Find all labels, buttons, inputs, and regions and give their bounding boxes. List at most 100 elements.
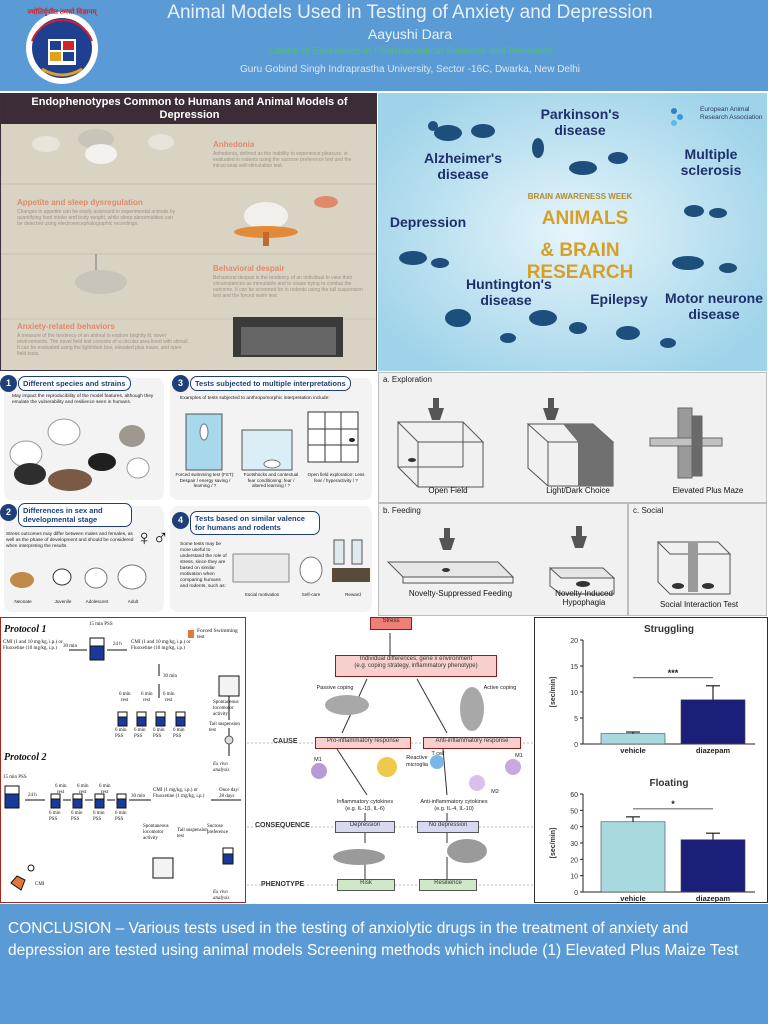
label-epm: Elevated Plus Maze (672, 486, 744, 495)
valence-reward: Reward (345, 592, 361, 597)
p1-rest-2: rest (143, 698, 151, 703)
p1-exvivo: Ex vivo analysis (213, 762, 230, 773)
disease-parkinsons: Parkinson's disease (540, 106, 620, 138)
stress-pathway-panel: Stress Individual differences, gene x en… (247, 617, 533, 903)
university-address: Guru Gobind Singh Indraprastha Universit… (240, 64, 580, 75)
despair-heading: Behavioral despair (213, 264, 285, 273)
phenotype-label: PHENOTYPE (261, 881, 305, 888)
number-1: 1 (0, 375, 17, 392)
valence-selfcare: Self-care (301, 592, 321, 597)
p2-sucrose: Sucrose preference (207, 824, 229, 835)
disease-ms: Multiple sclerosis (680, 146, 742, 178)
category-label-0-0: vehicle (620, 746, 645, 755)
resilience-box: Resilience (419, 879, 477, 891)
y-tick-label-0-3: 15 (570, 664, 578, 671)
brain-awareness-panel (378, 93, 767, 371)
p1-min-1: 6 min (119, 692, 131, 697)
active-coping: Active coping (483, 685, 517, 691)
cytokines-1: Inflammatory cytokines (e.g. IL-1β, IL-6… (325, 799, 405, 812)
p2-days: Once day/ 28 days (219, 788, 240, 799)
bar-1-0 (600, 821, 666, 893)
text-species: May impact the reproducibility of the mo… (12, 394, 154, 405)
heading-valence: Tests based on similar valence for human… (190, 511, 320, 535)
p2-pss-3: 6 min PSS (93, 811, 105, 822)
age-juvenile: Juvenile (54, 599, 72, 604)
anti-inflammatory-box: Anti-inflammatory response (423, 737, 521, 749)
depression-box: Depression (335, 821, 395, 833)
text-valence: Some tests may be more useful to underst… (180, 542, 227, 589)
considerations-panel: 1 Different species and strains May impa… (0, 372, 377, 616)
individual-line1: Individual differences, gene x environme… (359, 656, 473, 662)
category-label-1-1: diazepam (696, 894, 731, 903)
p1-pss-3: 6 min PSS (153, 728, 165, 739)
disease-alzheimers: Alzheimer's disease (423, 150, 503, 182)
chart-title-0: Struggling (644, 624, 694, 635)
considerations-illustrations (9, 411, 370, 590)
p2-drug: CMI (1 mg/kg, i.p.) or Fluoxetine (1 mg/… (153, 788, 205, 799)
consequence-label: CONSEQUENCE (255, 822, 310, 829)
author-name: Aayushi Dara (367, 26, 453, 42)
p1-rest-1: rest (121, 698, 129, 703)
p2-start: 15 min PSS (3, 775, 27, 780)
appetite-heading: Appetite and sleep dysregulation (17, 198, 143, 207)
p2-spont: Spontaneous locomotor activity (143, 824, 169, 841)
p2-pss-2: 6 min PSS (71, 811, 83, 822)
anxiety-text: A measure of the tendency of an animal t… (17, 333, 189, 357)
no-depression-box: No depression (417, 821, 479, 833)
protocol-diagram (4, 630, 241, 891)
cytokines-2: Anti-inflammatory cytokines (e.g. IL-4, … (409, 799, 499, 812)
p1-pss-1: 6 min PSS (115, 728, 127, 739)
label-open-field: Open Field (428, 486, 468, 495)
y-axis-label-0: [sec/min] (550, 677, 557, 708)
social-title: c. Social (633, 506, 664, 515)
protocol-2-title: Protocol 2 (4, 752, 47, 763)
test-apparatus-drawings (386, 398, 732, 595)
y-tick-label-1-5: 50 (570, 808, 578, 815)
m1b-label: M1 (515, 753, 523, 759)
risk-box: Risk (337, 879, 395, 891)
p1-30min: 30 min (63, 644, 78, 649)
feeding-section (378, 503, 628, 616)
exploration-title: a. Exploration (383, 375, 432, 384)
age-adult: Adult (127, 599, 139, 604)
anhedonia-text: Anhedonia, defined as the inability to e… (213, 151, 352, 169)
reactive-microglia: Reactive microglia (405, 755, 428, 768)
p1-tail: Tail suspension test (209, 722, 240, 733)
stress-box: Stress (370, 617, 412, 630)
eara-logo-text: European Animal Research Association (700, 106, 763, 121)
logo-motto: ज्योतिर्वृणीत तमसो विज्ञानम् (27, 9, 97, 16)
p1-pss-2: 6 min PSS (134, 728, 146, 739)
p2-24h: 24 h (28, 793, 37, 798)
p2-rest-2: rest (79, 790, 87, 795)
individual-line2: (e.g. coping strategy, inflammatory phen… (354, 663, 478, 669)
number-4: 4 (172, 512, 189, 529)
label-light-dark: Light/Dark Choice (546, 486, 610, 495)
valence-social: Social motivation (244, 592, 280, 597)
protocol-1-title: Protocol 1 (4, 624, 47, 635)
m1-label: M1 (314, 757, 322, 763)
p1-24h: 24 h (113, 642, 122, 647)
conclusion-band (0, 904, 768, 1024)
sex-symbols: ♀♂ (136, 525, 169, 550)
cause-label: CAUSE (273, 738, 298, 745)
university-logo: ज्योतिर्वृणीत तमसो विज्ञानम् (14, 5, 110, 87)
p2-rest-1: rest (57, 790, 65, 795)
p1-pss-4: 6 min PSS (173, 728, 185, 739)
y-tick-label-1-0: 0 (574, 890, 578, 897)
y-tick-label-1-4: 40 (570, 825, 578, 832)
category-label-1-0: vehicle (620, 894, 645, 903)
despair-text: Behavioral despair is the tendency of an… (213, 275, 363, 299)
cmi-label: CMI (35, 882, 45, 887)
animal-silhouettes (378, 93, 767, 371)
heading-sex: Differences in sex and developmental sta… (18, 503, 132, 527)
m2-label: M2 (491, 789, 499, 795)
significance-mark-1: * (671, 799, 675, 809)
p1-30min-b: 30 min (163, 674, 178, 679)
age-neonate: Neonate (14, 599, 32, 604)
y-tick-label-0-0: 0 (574, 742, 578, 749)
p2-pss-1: 6 min PSS (49, 811, 61, 822)
p1-drug2: CMI (1 and 10 mg/kg, i.p.) or Fluoxetine… (131, 640, 191, 651)
y-tick-label-0-4: 20 (570, 638, 578, 645)
